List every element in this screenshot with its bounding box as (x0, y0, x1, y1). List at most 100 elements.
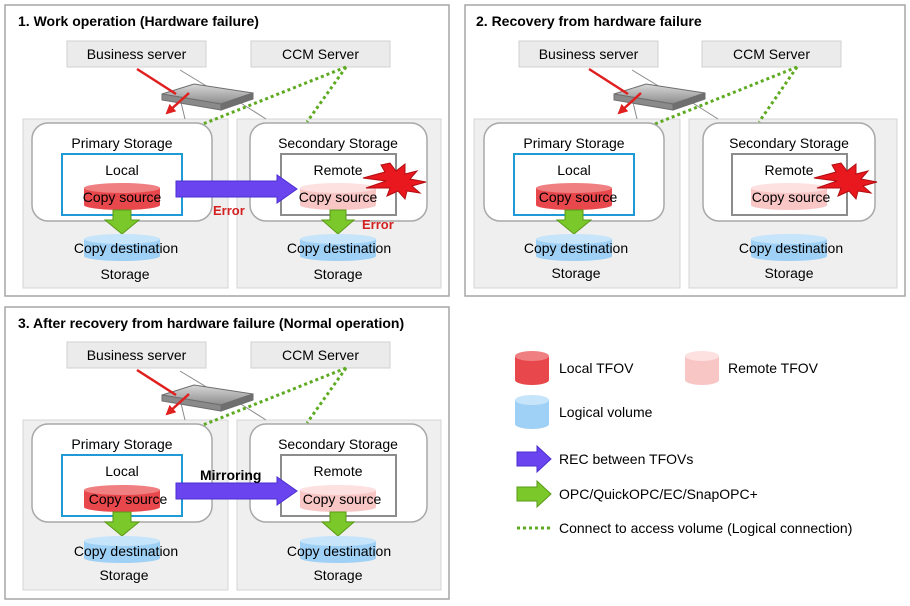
logical-connection-line (654, 65, 798, 126)
logical-connection-line (757, 66, 799, 123)
local-label: Local (557, 162, 590, 178)
local-tfov-cylinder (84, 183, 160, 210)
business-connection-line (136, 368, 177, 397)
logical-connection-line (202, 65, 347, 126)
legend-remote-tfov-label: Remote TFOV (728, 360, 819, 376)
storage-label: Storage (764, 265, 813, 281)
opc-arrow (320, 511, 356, 537)
logical-volume-cylinder (751, 234, 827, 261)
legend-rec-label: REC between TFOVs (559, 451, 693, 467)
copy-source-label: Copy source (89, 491, 168, 507)
panel-title: 1. Work operation (Hardware failure) (18, 13, 259, 29)
logical-connection-line (305, 66, 348, 123)
storage-label: Storage (99, 567, 148, 583)
legend: Local TFOV Remote TFOV Logical volume RE… (515, 351, 852, 536)
legend-rec-arrow-icon (516, 444, 552, 474)
panel-recovery: 2. Recovery from hardware failure Busine… (464, 4, 906, 297)
network-switch (161, 384, 254, 412)
logical-volume-cylinder (84, 234, 160, 261)
logical-volume-cylinder (536, 234, 612, 261)
copy-source-label: Copy source (752, 189, 831, 205)
remote-label: Remote (764, 162, 813, 178)
legend-local-tfov-label: Local TFOV (559, 360, 634, 376)
logical-connection-line (305, 367, 348, 424)
panel-title: 3. After recovery from hardware failure … (18, 315, 404, 331)
secondary-storage-label: Secondary Storage (278, 135, 398, 151)
legend-opc-arrow-icon (516, 479, 552, 509)
panel-title: 2. Recovery from hardware failure (476, 13, 702, 29)
remote-label: Remote (313, 162, 362, 178)
rec-error-label: Error (213, 203, 245, 218)
mirroring-label: Mirroring (200, 467, 261, 483)
copy-source-label: Copy source (299, 189, 378, 205)
business-server-label: Business server (539, 46, 639, 62)
copy-destination-label: Copy destination (287, 240, 391, 256)
business-connection-arrow (617, 92, 642, 115)
business-server-box (518, 40, 659, 68)
local-label: Local (105, 463, 138, 479)
panel-work-operation: 1. Work operation (Hardware failure) Bus… (4, 4, 450, 297)
ccm-server-label: CCM Server (282, 347, 359, 363)
opc-arrow (320, 209, 356, 235)
business-connection-line (136, 67, 177, 96)
primary-storage-label: Primary Storage (71, 135, 172, 151)
hardware-failure-icon (362, 162, 427, 201)
copy-destination-label: Copy destination (74, 240, 178, 256)
ccm-server-box (250, 40, 391, 68)
ccm-server-label: CCM Server (282, 46, 359, 62)
remote-tfov-cylinder (300, 485, 376, 512)
secondary-storage-label: Secondary Storage (278, 436, 398, 452)
legend-connect-label: Connect to access volume (Logical connec… (559, 520, 852, 536)
copy-destination-label: Copy destination (287, 543, 391, 559)
copy-source-label: Copy source (83, 189, 162, 205)
ccm-server-box (250, 341, 391, 369)
business-connection-arrow (165, 393, 190, 416)
local-tfov-cylinder (536, 183, 612, 210)
copy-destination-label: Copy destination (739, 240, 843, 256)
copy-destination-label: Copy destination (524, 240, 628, 256)
legend-local-tfov-icon (515, 351, 549, 385)
remote-tfov-cylinder (751, 183, 827, 210)
legend-remote-tfov-icon (685, 351, 719, 385)
ccm-server-label: CCM Server (733, 46, 810, 62)
business-connection-arrow (165, 92, 190, 115)
logical-volume-cylinder (300, 234, 376, 261)
copy-destination-label: Copy destination (74, 543, 178, 559)
remote-label: Remote (313, 463, 362, 479)
primary-storage-label: Primary Storage (523, 135, 624, 151)
opc-arrow (103, 209, 141, 235)
storage-label: Storage (551, 265, 600, 281)
business-server-label: Business server (87, 347, 187, 363)
secondary-storage-label: Secondary Storage (729, 135, 849, 151)
remote-tfov-cylinder (300, 183, 376, 210)
primary-storage-label: Primary Storage (71, 436, 172, 452)
storage-label: Storage (100, 266, 149, 282)
logical-connection-line (202, 366, 347, 427)
legend-logical-volume-label: Logical volume (559, 404, 653, 420)
network-switch (613, 83, 706, 111)
storage-label: Storage (313, 266, 362, 282)
business-server-box (66, 40, 207, 68)
opc-arrow (555, 209, 593, 235)
opc-error-label: Error (362, 217, 394, 232)
storage-label: Storage (313, 567, 362, 583)
ccm-server-box (701, 40, 842, 68)
business-server-label: Business server (87, 46, 187, 62)
rec-arrow (175, 476, 298, 506)
logical-volume-cylinder (84, 536, 160, 563)
panel-after-recovery: 3. After recovery from hardware failure … (4, 306, 450, 600)
local-label: Local (105, 162, 138, 178)
copy-source-label: Copy source (539, 189, 618, 205)
business-connection-line (588, 67, 629, 96)
business-server-box (66, 341, 207, 369)
copy-source-label: Copy source (303, 491, 382, 507)
network-switch (161, 83, 254, 111)
local-tfov-cylinder (84, 485, 160, 512)
legend-opc-label: OPC/QuickOPC/EC/SnapOPC+ (559, 486, 758, 502)
logical-volume-cylinder (300, 536, 376, 563)
hardware-failure-icon (813, 162, 878, 201)
rec-arrow (175, 174, 298, 204)
legend-logical-volume-icon (515, 395, 549, 429)
opc-arrow (103, 511, 141, 537)
